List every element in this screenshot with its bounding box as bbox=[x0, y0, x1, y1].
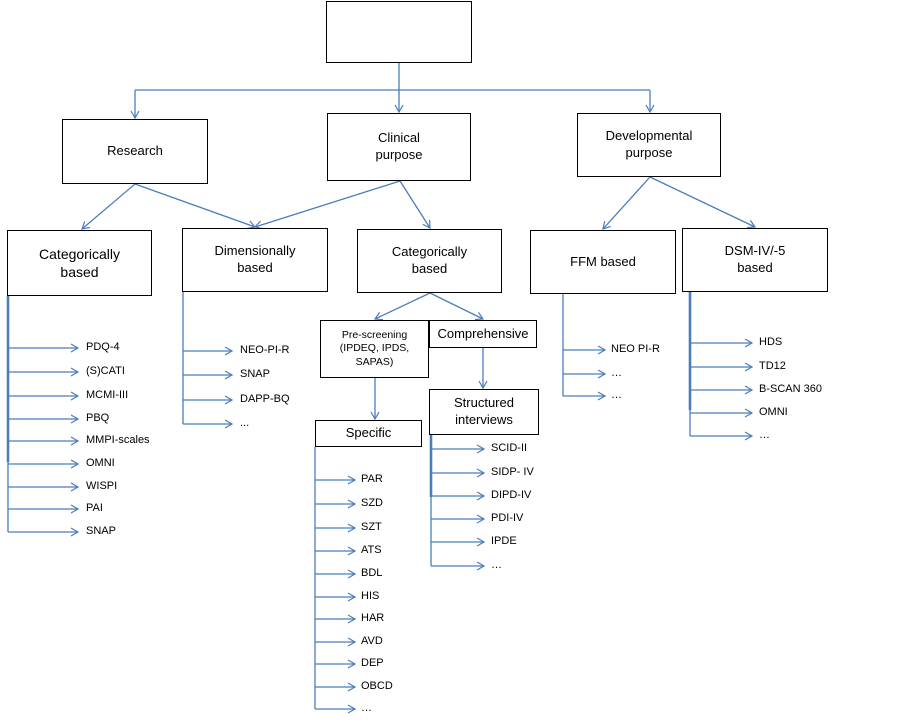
categorical-research-list-item: OMNI bbox=[86, 457, 115, 469]
categorical-research-list-item: SNAP bbox=[86, 525, 116, 537]
specific-list-item: SZT bbox=[361, 521, 382, 533]
specific-list-item: AVD bbox=[361, 635, 383, 647]
ffm-based-node: FFM based bbox=[530, 230, 676, 294]
categorical-research-list-item: PAI bbox=[86, 502, 103, 514]
categorical-research-list-item: MCMI-III bbox=[86, 389, 129, 401]
comprehensive-label: Comprehensive bbox=[437, 325, 529, 341]
categorical-research-list-item: PDQ-4 bbox=[86, 341, 120, 353]
arrow-clinical-to-dimensional bbox=[253, 180, 401, 230]
structured-list-item: SIDP- IV bbox=[491, 466, 534, 478]
specific-list-item: OBCD bbox=[361, 680, 393, 692]
structured-interviews-label: Structured interviews bbox=[454, 395, 514, 427]
categorical-research-list-item: MMPI-scales bbox=[86, 434, 150, 446]
structured-interviews-node: Structured interviews bbox=[429, 389, 539, 435]
specific-list-item: … bbox=[361, 702, 372, 714]
developmental-purpose-node-label: Developmental purpose bbox=[605, 128, 693, 160]
developmental-purpose-node: Developmental purpose bbox=[577, 113, 721, 177]
categorical-research-list-item: (S)CATI bbox=[86, 365, 125, 377]
clinical-purpose-node-label: Clinical purpose bbox=[375, 130, 423, 162]
ffm-list-item: … bbox=[611, 389, 622, 401]
dimensional-list-item: SNAP bbox=[240, 368, 270, 380]
dsm-based-node: DSM-IV/-5 based bbox=[682, 228, 828, 292]
research-node-label: Research bbox=[107, 143, 163, 159]
dsm-list-item: TD12 bbox=[759, 360, 786, 372]
dsm-list-item: … bbox=[759, 429, 770, 441]
arrow-to-prescreening bbox=[373, 292, 431, 321]
categorical-research-list-item: PBQ bbox=[86, 412, 110, 424]
dimensional-list-item: NEO-PI-R bbox=[240, 344, 290, 356]
dsm-list-item: HDS bbox=[759, 336, 783, 348]
ffm-list-item: … bbox=[611, 367, 622, 379]
specific-list-item: HAR bbox=[361, 612, 385, 624]
arrow-to-comprehensive bbox=[429, 292, 485, 321]
clinical-purpose-node: Clinical purpose bbox=[327, 113, 471, 181]
arrow-clinical-to-categorical bbox=[399, 180, 431, 230]
dsm-based-label: DSM-IV/-5 based bbox=[724, 243, 786, 275]
specific-list-item: HIS bbox=[361, 590, 380, 602]
arrow-research-to-dimensional bbox=[134, 183, 257, 229]
comprehensive-node: Comprehensive bbox=[429, 320, 537, 348]
research-node: Research bbox=[62, 119, 208, 184]
specific-label: Specific bbox=[345, 425, 392, 441]
dimensionally-based-node: Dimensionally based bbox=[182, 228, 328, 292]
root-node bbox=[326, 1, 472, 63]
ffm-based-label: FFM based bbox=[570, 253, 636, 269]
structured-list-item: … bbox=[491, 559, 502, 571]
dimensionally-based-label: Dimensionally based bbox=[214, 243, 296, 275]
arrow-developmental-to-dsm bbox=[649, 176, 757, 229]
specific-list-item: ATS bbox=[361, 544, 382, 556]
dimensional-list-item: ... bbox=[240, 417, 250, 429]
arrow-research-to-categorical bbox=[81, 183, 136, 230]
structured-list-item: IPDE bbox=[491, 535, 517, 547]
arrow-developmental-to-ffm bbox=[602, 176, 651, 230]
structured-list-item: SCID-II bbox=[491, 442, 528, 454]
dimensional-list-item: DAPP-BQ bbox=[240, 393, 290, 405]
structured-list-item: DIPD-IV bbox=[491, 489, 532, 501]
specific-list-item: BDL bbox=[361, 567, 383, 579]
ffm-list-item: NEO PI-R bbox=[611, 343, 660, 355]
dsm-list-item: B-SCAN 360 bbox=[759, 383, 822, 395]
categorical-research-list-item: WISPI bbox=[86, 480, 118, 492]
structured-list-item: PDI-IV bbox=[491, 512, 524, 524]
specific-list-item: SZD bbox=[361, 497, 383, 509]
categorically-based-research-label: Categorically based bbox=[39, 245, 120, 280]
pre-screening-label: Pre-screening (IPDEQ, IPDS, SAPAS) bbox=[339, 329, 410, 368]
specific-list-item: DEP bbox=[361, 657, 384, 669]
specific-list-item: PAR bbox=[361, 473, 383, 485]
dsm-list-item: OMNI bbox=[759, 406, 788, 418]
categorically-based-clinical-label: Categorically based bbox=[391, 244, 468, 276]
categorically-based-research-node: Categorically based bbox=[7, 230, 152, 296]
pre-screening-node: Pre-screening (IPDEQ, IPDS, SAPAS) bbox=[320, 320, 429, 378]
specific-node: Specific bbox=[315, 420, 422, 447]
categorically-based-clinical-node: Categorically based bbox=[357, 229, 502, 293]
